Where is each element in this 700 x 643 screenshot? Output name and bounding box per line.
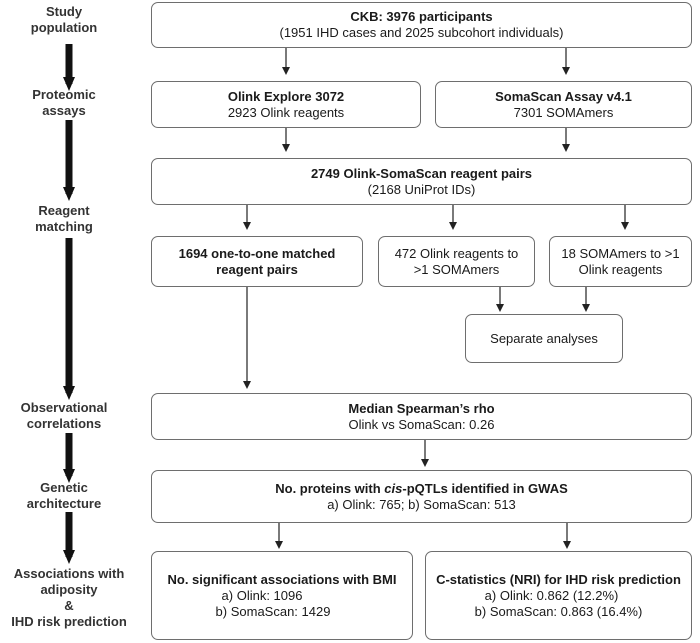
box-title: No. proteins with cis-pQTLs identified i… [275, 481, 568, 497]
box-ckb-participants: CKB: 3976 participants (1951 IHD cases a… [151, 2, 692, 48]
box-cis-pqtls: No. proteins with cis-pQTLs identified i… [151, 470, 692, 523]
stage-label-observational-correlations: Observational correlations [0, 400, 128, 432]
stage-label-line: assays [42, 103, 86, 118]
stage-label-study-population: Study population [0, 4, 128, 36]
box-title: C-statistics (NRI) for IHD risk predicti… [436, 571, 681, 587]
stage-label-line: Proteomic [32, 87, 96, 102]
stage-label-line: Observational [20, 400, 108, 415]
box-reagent-pairs: 2749 Olink-SomaScan reagent pairs (2168 … [151, 158, 692, 205]
stage-label-genetic-architecture: Genetic architecture [0, 480, 128, 512]
title-cis: cis [384, 480, 403, 496]
box-bmi-associations: No. significant associations with BMI a)… [151, 551, 413, 640]
box-subtitle: (1951 IHD cases and 2025 subcohort indiv… [279, 25, 564, 40]
box-subtitle: 7301 SOMAmers [513, 104, 614, 120]
box-subtitle: a) Olink: 765; b) SomaScan: 513 [327, 496, 516, 512]
box-separate-analyses: Separate analyses [465, 314, 623, 363]
stage-label-proteomic-assays: Proteomic assays [0, 87, 128, 119]
stage-label-line: architecture [26, 496, 102, 511]
box-subtitle: (2168 UniProt IDs) [367, 181, 476, 197]
box-line: 18 SOMAmers to >1 [561, 245, 680, 261]
box-c-statistics: C-statistics (NRI) for IHD risk predicti… [425, 551, 692, 640]
stage-label-line: adiposity [40, 582, 98, 597]
box-olink-explore: Olink Explore 3072 2923 Olink reagents [151, 81, 421, 128]
box-line: >1 SOMAmers [413, 261, 500, 277]
title-prefix: No. proteins with [275, 480, 385, 496]
box-line: reagent pairs [216, 261, 298, 277]
box-item-a: a) Olink: 0.862 (12.2%) [484, 587, 619, 603]
box-title: 2749 Olink-SomaScan reagent pairs [310, 165, 533, 181]
box-subtitle: 2923 Olink reagents [227, 104, 345, 120]
box-item-a: a) Olink: 1096 [221, 587, 303, 603]
box-item-b: b) SomaScan: 1429 [215, 603, 331, 619]
box-title: No. significant associations with BMI [167, 571, 397, 587]
box-line: Olink reagents [578, 261, 663, 277]
box-olink-to-multiple-somamers: 472 Olink reagents to >1 SOMAmers [378, 236, 535, 287]
stage-label-associations: Associations with adiposity & IHD risk p… [0, 566, 138, 630]
box-spearman-rho: Median Spearman’s rho Olink vs SomaScan:… [151, 393, 692, 440]
box-line: 1694 one-to-one matched [178, 245, 336, 261]
stage-label-line: Study [45, 4, 83, 19]
box-one-to-one-pairs: 1694 one-to-one matched reagent pairs [151, 236, 363, 287]
box-somamers-to-multiple-olink: 18 SOMAmers to >1 Olink reagents [549, 236, 692, 287]
stage-label-line: & [64, 598, 74, 613]
title-suffix: -pQTLs identified in GWAS [402, 480, 568, 496]
stage-label-line: matching [35, 219, 93, 234]
box-somascan-assay: SomaScan Assay v4.1 7301 SOMAmers [435, 81, 692, 128]
stage-label-reagent-matching: Reagent matching [0, 203, 128, 235]
stage-label-line: Associations with [13, 566, 125, 581]
box-title: Olink Explore 3072 [227, 88, 345, 104]
stage-label-line: correlations [26, 416, 102, 431]
stage-label-line: Reagent [38, 203, 90, 218]
box-title: SomaScan Assay v4.1 [495, 88, 632, 104]
box-title: Median Spearman’s rho [348, 400, 495, 416]
stage-label-line: population [30, 20, 98, 35]
box-subtitle: Olink vs SomaScan: 0.26 [348, 416, 495, 432]
stage-label-line: IHD risk prediction [11, 614, 127, 629]
box-title: CKB: 3976 participants [350, 9, 493, 24]
box-item-b: b) SomaScan: 0.863 (16.4%) [474, 603, 643, 619]
box-line: 472 Olink reagents to [394, 245, 519, 261]
stage-label-line: Genetic [40, 480, 88, 495]
box-label: Separate analyses [490, 330, 598, 346]
